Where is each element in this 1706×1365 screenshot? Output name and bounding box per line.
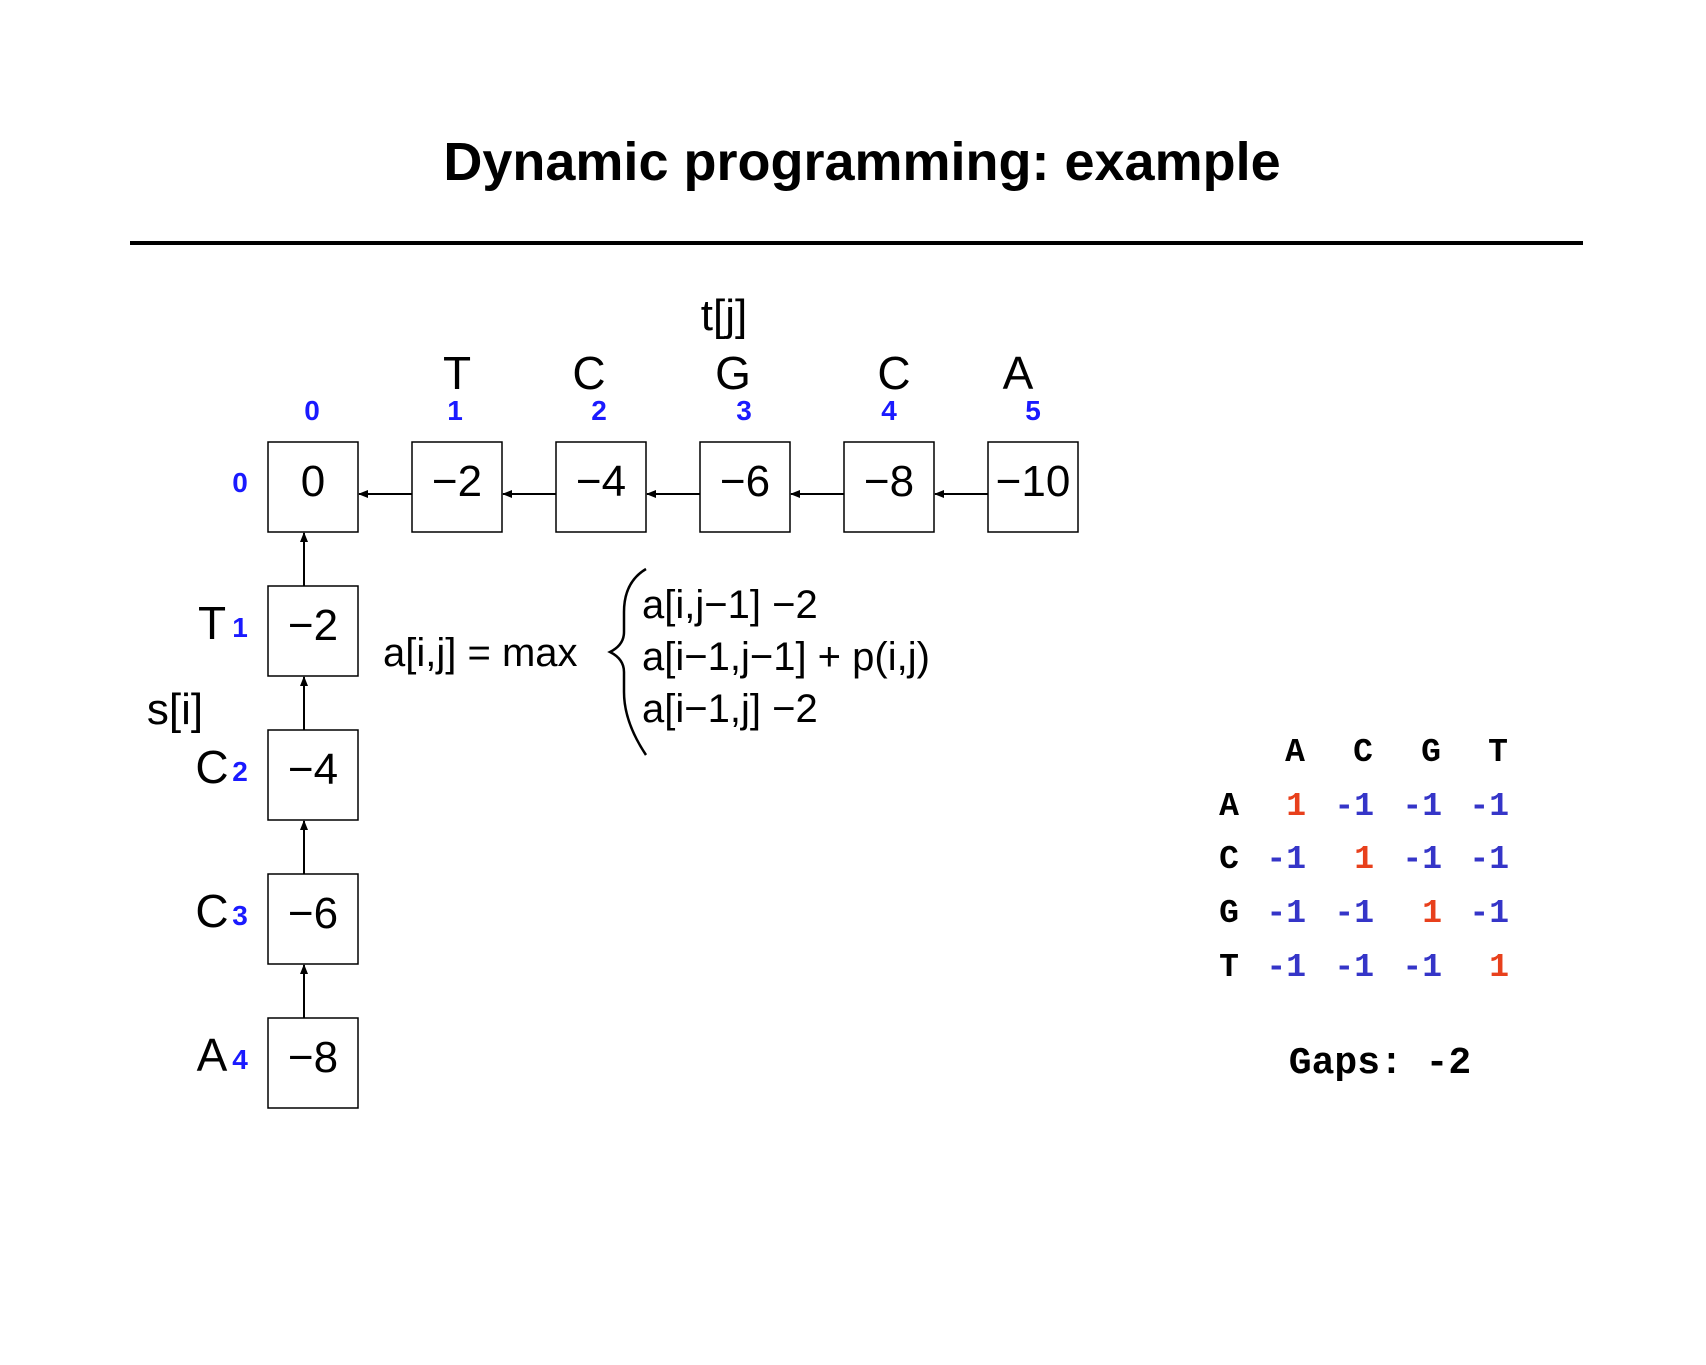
matrix-cell: -1 bbox=[1266, 895, 1306, 932]
s-index: 0 bbox=[232, 467, 248, 498]
recurrence-lhs: a[i,j] = max bbox=[383, 631, 578, 675]
matrix-column-header: G bbox=[1421, 734, 1441, 771]
matrix-cell: -1 bbox=[1266, 841, 1306, 878]
t-letter: C bbox=[877, 347, 910, 399]
dp-cell-value: −6 bbox=[288, 889, 338, 938]
column-0-cells: −2 −4 −6 −8 bbox=[267, 585, 359, 1109]
matrix-cell: -1 bbox=[1469, 895, 1509, 932]
dp-cell-value: −2 bbox=[288, 601, 338, 650]
dp-cell-value: −8 bbox=[288, 1033, 338, 1082]
score-matrix: A C G T A 1 -1 -1 -1 C -1 1 -1 -1 G -1 -… bbox=[1219, 734, 1509, 1085]
matrix-cell: 1 bbox=[1422, 895, 1442, 932]
t-sequence-label: t[j] bbox=[701, 291, 747, 340]
t-index: 0 bbox=[304, 395, 320, 426]
matrix-cell: 1 bbox=[1286, 788, 1306, 825]
t-index: 4 bbox=[881, 395, 897, 426]
s-index: 2 bbox=[232, 756, 248, 787]
t-index: 2 bbox=[591, 395, 607, 426]
dp-cell bbox=[267, 585, 359, 677]
gap-penalty-label: Gaps: -2 bbox=[1289, 1042, 1471, 1085]
matrix-cell: -1 bbox=[1469, 788, 1509, 825]
t-letters: T C G C A bbox=[443, 347, 1034, 399]
dp-cell bbox=[267, 441, 359, 533]
s-letter: C bbox=[195, 885, 228, 937]
s-letter: T bbox=[198, 597, 226, 649]
t-index: 1 bbox=[447, 395, 463, 426]
page-title: Dynamic programming: example bbox=[443, 132, 1280, 192]
recurrence-case: a[i−1,j−1] + p(i,j) bbox=[642, 635, 930, 679]
dp-cell-value: −4 bbox=[288, 745, 338, 794]
matrix-cell: -1 bbox=[1402, 788, 1442, 825]
dp-cell bbox=[411, 441, 503, 533]
matrix-cell: 1 bbox=[1489, 949, 1509, 986]
matrix-cell: -1 bbox=[1334, 895, 1374, 932]
matrix-row-header: A bbox=[1219, 788, 1239, 825]
s-index: 4 bbox=[232, 1044, 248, 1075]
matrix-cell: -1 bbox=[1402, 841, 1442, 878]
t-index: 5 bbox=[1025, 395, 1041, 426]
matrix-cell: -1 bbox=[1266, 949, 1306, 986]
recurrence-case: a[i,j−1] −2 bbox=[642, 583, 818, 627]
matrix-cell: -1 bbox=[1334, 949, 1374, 986]
s-letter: A bbox=[197, 1029, 228, 1081]
dp-cell bbox=[699, 441, 791, 533]
t-letter: C bbox=[572, 347, 605, 399]
matrix-cell: -1 bbox=[1402, 949, 1442, 986]
matrix-column-header: C bbox=[1353, 734, 1373, 771]
s-letter: C bbox=[195, 741, 228, 793]
t-indices: 0 1 2 3 4 5 bbox=[304, 395, 1041, 426]
dp-cell-value: −10 bbox=[996, 457, 1071, 506]
matrix-cell: 1 bbox=[1354, 841, 1374, 878]
t-letter: A bbox=[1003, 347, 1034, 399]
dp-cell bbox=[267, 1017, 359, 1109]
recurrence-formula: a[i,j] = max a[i,j−1] −2 a[i−1,j−1] + p(… bbox=[383, 567, 930, 756]
matrix-cell: -1 bbox=[1469, 841, 1509, 878]
brace-icon bbox=[607, 567, 648, 756]
s-indices: 0 1 2 3 4 bbox=[232, 467, 248, 1075]
t-letter: G bbox=[715, 347, 751, 399]
s-sequence-label: s[i] bbox=[147, 685, 203, 734]
row-0-cells: 0 −2 −4 −6 −8 −10 bbox=[267, 441, 1079, 533]
matrix-column-header: A bbox=[1285, 734, 1305, 771]
dp-cell-value: −8 bbox=[864, 457, 914, 506]
matrix-row-header: T bbox=[1219, 949, 1239, 986]
dp-cell bbox=[267, 873, 359, 965]
t-index: 3 bbox=[736, 395, 752, 426]
s-letters: T C C A bbox=[195, 597, 228, 1081]
s-index: 1 bbox=[232, 612, 248, 643]
s-index: 3 bbox=[232, 900, 248, 931]
dp-cell bbox=[843, 441, 935, 533]
dp-cell-value: −2 bbox=[432, 457, 482, 506]
dp-cell bbox=[555, 441, 647, 533]
dp-cell bbox=[987, 441, 1079, 533]
dp-cell bbox=[267, 729, 359, 821]
t-letter: T bbox=[443, 347, 471, 399]
matrix-cell: -1 bbox=[1334, 788, 1374, 825]
dp-cell-value: 0 bbox=[301, 457, 325, 506]
matrix-column-header: T bbox=[1488, 734, 1508, 771]
matrix-row-header: C bbox=[1219, 841, 1239, 878]
recurrence-case: a[i−1,j] −2 bbox=[642, 687, 818, 731]
dp-cell-value: −4 bbox=[576, 457, 626, 506]
dp-cell-value: −6 bbox=[720, 457, 770, 506]
matrix-row-header: G bbox=[1219, 895, 1239, 932]
